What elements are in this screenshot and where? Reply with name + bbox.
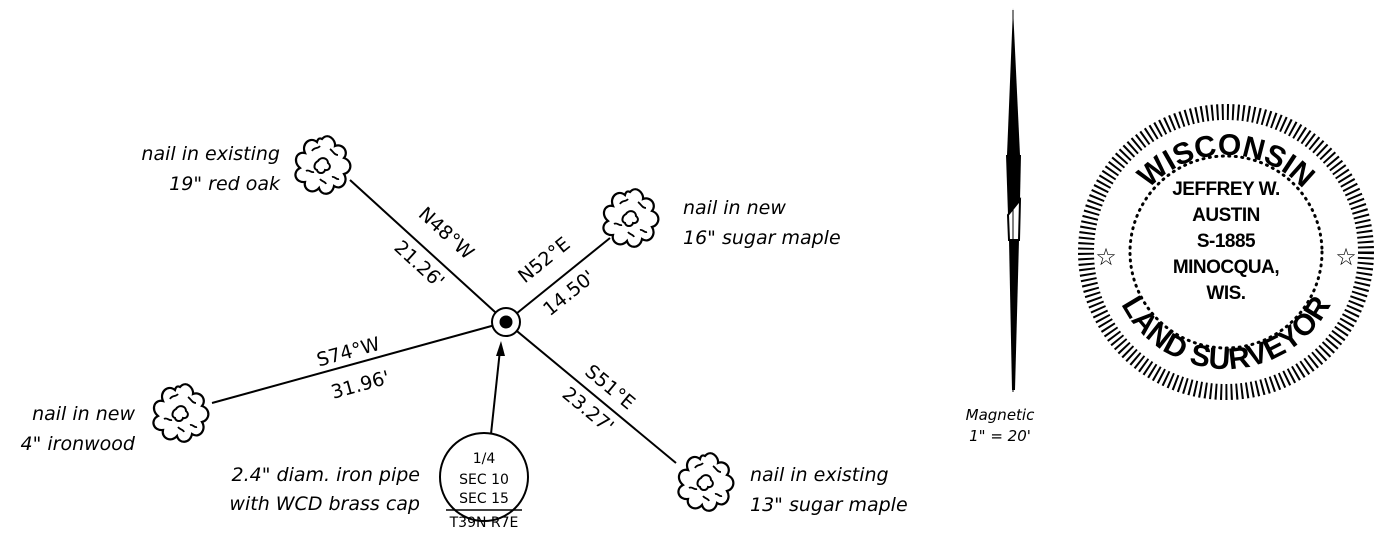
tie-line-southwest (211, 321, 507, 404)
monument-symbol (491, 307, 521, 337)
tie-line-northeast (505, 237, 611, 323)
distance-southwest: 31.96' (329, 367, 392, 404)
seal-name-line1: JEFFREY W. (1172, 179, 1280, 200)
tree-icon-ironwood (152, 383, 210, 443)
tie-lines (211, 179, 677, 464)
tree-label-ironwood-line2: 4" ironwood (21, 433, 136, 455)
tie-line-northwest (349, 179, 507, 323)
surveyor-seal: WISCONSIN LAND SURVEYOR ☆ ☆ JEFFREY W. A… (1078, 104, 1374, 400)
monument-fraction: 1/4 (473, 451, 496, 467)
tie-line-southeast (505, 321, 677, 464)
seal-name-line2: AUSTIN (1192, 205, 1260, 226)
tree-label-sugar-maple-16-line2: 16" sugar maple (683, 227, 841, 249)
seal-star-left-icon: ☆ (1095, 243, 1117, 271)
tree-label-sugar-maple-16-line1: nail in new (683, 197, 786, 219)
distance-northeast: 14.50' (539, 266, 599, 321)
tree-label-red-oak-line1: nail in existing (141, 143, 280, 165)
tree-label-red-oak-line2: 19" red oak (169, 173, 281, 195)
monument-township-range: T39N R7E (449, 515, 519, 531)
seal-license: S-1885 (1197, 231, 1256, 252)
tree-icon-red-oak (294, 135, 352, 195)
north-arrow-label: Magnetic (966, 406, 1035, 424)
bearing-northeast: N52°E (514, 233, 574, 288)
seal-star-right-icon: ☆ (1335, 243, 1357, 271)
monument-sec-a: SEC 10 (459, 472, 509, 488)
distance-northwest: 21.26' (390, 236, 449, 292)
tree-label-sugar-maple-13-line2: 13" sugar maple (750, 494, 908, 516)
monument-sec-b: SEC 15 (459, 491, 509, 507)
tree-icon-sugar-maple-16 (602, 188, 660, 248)
seal-state: WIS. (1206, 283, 1245, 304)
north-arrow-icon (1006, 8, 1022, 392)
monument-desc-line1: 2.4" diam. iron pipe (232, 464, 420, 486)
leader-arrowhead (496, 341, 505, 356)
leader-line (490, 349, 501, 435)
tree-icon-sugar-maple-13 (677, 452, 735, 512)
tree-label-sugar-maple-13-line1: nail in existing (750, 464, 889, 486)
tree-label-ironwood-line1: nail in new (32, 403, 135, 425)
map-scale: 1" = 20' (969, 427, 1031, 445)
monument-desc-line2: with WCD brass cap (229, 493, 420, 515)
seal-city: MINOCQUA, (1173, 257, 1280, 278)
monument-callout: 1/4 SEC 10 SEC 15 T39N R7E (439, 432, 529, 531)
